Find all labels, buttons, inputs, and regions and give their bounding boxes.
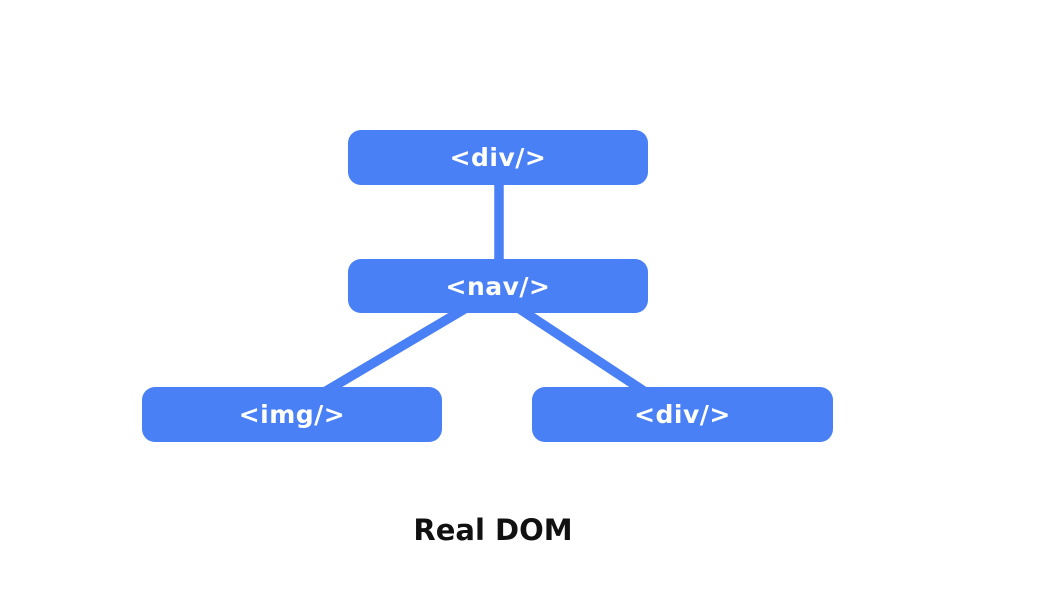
node-nav: <nav/> [348, 259, 648, 313]
edge-nav-childdiv [503, 296, 659, 403]
node-child-div: <div/> [532, 387, 833, 442]
diagram-title: Real DOM [413, 513, 573, 547]
node-img-label: <img/> [238, 400, 346, 429]
node-nav-label: <nav/> [445, 271, 551, 301]
node-child-div-label: <div/> [634, 400, 731, 429]
edge-nav-img [318, 296, 481, 399]
node-img: <img/> [142, 387, 442, 442]
node-root-div: <div/> [348, 130, 648, 185]
node-root-div-label: <div/> [449, 143, 547, 172]
